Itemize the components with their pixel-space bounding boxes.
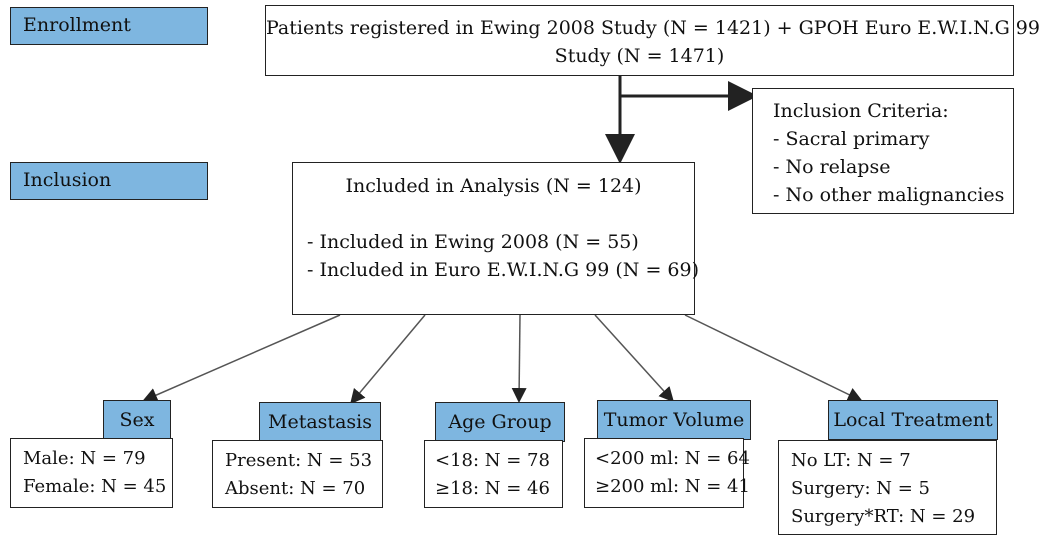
category-header-age-group: Age Group bbox=[435, 402, 565, 442]
category-header-tumor-volume: Tumor Volume bbox=[597, 400, 751, 440]
analysis-title: Included in Analysis (N = 124) bbox=[345, 175, 642, 197]
registered-line-2: Study (N = 1471) bbox=[554, 45, 725, 67]
category-box-sex: Male: N = 79 Female: N = 45 bbox=[10, 438, 173, 508]
inclusion-criteria-box: Inclusion Criteria: - Sacral primary - N… bbox=[752, 88, 1014, 214]
category-value: Male: N = 79 bbox=[23, 448, 146, 469]
category-value: <18: N = 78 bbox=[435, 450, 550, 471]
arrow-to-metastasis bbox=[350, 314, 426, 405]
category-box-metastasis: Present: N = 53 Absent: N = 70 bbox=[212, 440, 383, 508]
category-value: ≥200 ml: N = 41 bbox=[595, 476, 750, 497]
category-value: No LT: N = 7 bbox=[791, 450, 911, 471]
category-value: Surgery*RT: N = 29 bbox=[791, 506, 976, 527]
category-header-metastasis: Metastasis bbox=[259, 402, 381, 442]
criteria-item: - No other malignancies bbox=[773, 184, 1005, 206]
category-value: ≥18: N = 46 bbox=[435, 478, 550, 499]
arrow-to-age-group bbox=[511, 314, 527, 403]
criteria-title: Inclusion Criteria: bbox=[773, 100, 949, 122]
category-box-tumor-volume: <200 ml: N = 64 ≥200 ml: N = 41 bbox=[584, 438, 750, 508]
stage-enrollment: Enrollment bbox=[10, 7, 208, 45]
category-value: Present: N = 53 bbox=[225, 450, 373, 471]
category-value: <200 ml: N = 64 bbox=[595, 448, 750, 469]
category-box-age-group: <18: N = 78 ≥18: N = 46 bbox=[424, 440, 563, 508]
criteria-item: - No relapse bbox=[773, 156, 891, 178]
criteria-item: - Sacral primary bbox=[773, 128, 930, 150]
category-header-sex: Sex bbox=[103, 400, 171, 440]
arrow-to-tumor-volume bbox=[594, 314, 675, 403]
category-box-local-treatment: No LT: N = 7 Surgery: N = 5 Surgery*RT: … bbox=[778, 440, 997, 535]
category-value: Absent: N = 70 bbox=[225, 478, 366, 499]
analysis-item-euro-ewing-99: - Included in Euro E.W.I.N.G 99 (N = 69) bbox=[307, 259, 699, 281]
stage-inclusion: Inclusion bbox=[10, 162, 208, 200]
category-value: Surgery: N = 5 bbox=[791, 478, 930, 499]
category-value: Female: N = 45 bbox=[23, 476, 167, 497]
arrow-to-sex bbox=[142, 314, 341, 403]
registered-patients-box: Patients registered in Ewing 2008 Study … bbox=[265, 5, 1040, 76]
registered-line-1: Patients registered in Ewing 2008 Study … bbox=[266, 17, 1040, 39]
analysis-box: Included in Analysis (N = 124) - Include… bbox=[292, 162, 699, 315]
arrow-to-local-treatment bbox=[684, 314, 863, 402]
category-header-local-treatment: Local Treatment bbox=[828, 400, 998, 440]
analysis-item-ewing-2008: - Included in Ewing 2008 (N = 55) bbox=[307, 231, 639, 253]
